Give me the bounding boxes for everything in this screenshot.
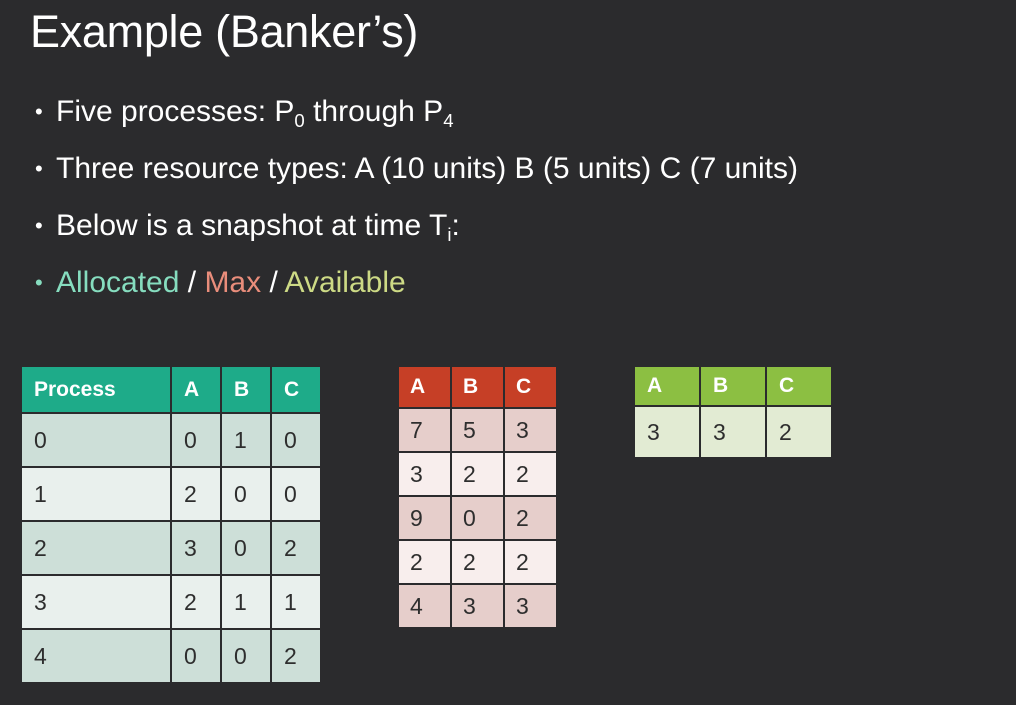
- column-header-b: B: [222, 367, 270, 412]
- bullet-item-legend: • Allocated / Max / Available: [30, 254, 1010, 311]
- bullet-text-segment: /: [179, 266, 205, 299]
- bullet-text-segment: :: [451, 209, 460, 242]
- table-cell: 4: [399, 585, 450, 627]
- table-cell: 3: [172, 522, 220, 574]
- bullet-text-segment: Three resource types: A (10 units) B (5 …: [56, 152, 798, 185]
- table-cell: 0: [222, 468, 270, 520]
- bullet-text-segment: Below is a snapshot at time T: [56, 209, 448, 242]
- bullet-text-snapshot: Below is a snapshot at time Ti:: [56, 197, 460, 257]
- bullet-text-segment: Five processes: P: [56, 95, 295, 128]
- table-cell: 2: [505, 497, 556, 539]
- table-cell: 2: [505, 541, 556, 583]
- table-cell: 3: [452, 585, 503, 627]
- bullet-text-segment: through P: [304, 95, 444, 128]
- table-cell: 1: [272, 576, 320, 628]
- table-cell: 4: [22, 630, 170, 682]
- table-cell: 3: [635, 407, 699, 457]
- table-cell: 2: [172, 576, 220, 628]
- bullet-text-processes: Five processes: P0 through P4: [56, 83, 454, 143]
- table-cell: 0: [172, 630, 220, 682]
- table-cell: 9: [399, 497, 450, 539]
- table-cell: 1: [222, 414, 270, 466]
- column-header-a: A: [399, 367, 450, 407]
- table-cell: 2: [452, 453, 503, 495]
- bullet-text-segment: 0: [294, 110, 305, 131]
- bullet-text-segment: Max: [204, 266, 262, 299]
- column-header-c: C: [767, 367, 831, 405]
- column-header-c: C: [505, 367, 556, 407]
- bullet-text-legend: Allocated / Max / Available: [56, 254, 406, 311]
- table-cell: 2: [767, 407, 831, 457]
- table-cell: 5: [452, 409, 503, 451]
- bullet-text-segment: 4: [443, 110, 454, 131]
- bullet-text-segment: Available: [284, 266, 406, 299]
- table-cell: 2: [272, 630, 320, 682]
- table-cell: 2: [22, 522, 170, 574]
- column-header-b: B: [701, 367, 765, 405]
- table-cell: 2: [399, 541, 450, 583]
- table-cell: 7: [399, 409, 450, 451]
- bullet-text-segment: Allocated: [56, 266, 180, 299]
- page-title: Example (Banker’s): [30, 6, 419, 57]
- table-cell: 1: [22, 468, 170, 520]
- bullet-text-resource-types: Three resource types: A (10 units) B (5 …: [56, 140, 798, 197]
- table-cell: 1: [222, 576, 270, 628]
- table-cell: 3: [399, 453, 450, 495]
- bullet-marker-icon: •: [35, 99, 43, 124]
- table-cell: 2: [272, 522, 320, 574]
- column-header-c: C: [272, 367, 320, 412]
- table-cell: 3: [505, 409, 556, 451]
- table-cell: 3: [22, 576, 170, 628]
- column-header-process: Process: [22, 367, 170, 412]
- bullet-marker-icon: •: [35, 213, 43, 238]
- bullet-text-segment: /: [261, 266, 285, 299]
- table-cell: 0: [172, 414, 220, 466]
- column-header-a: A: [172, 367, 220, 412]
- bullet-list: • Five processes: P0 through P4 • Three …: [30, 83, 1010, 311]
- column-header-a: A: [635, 367, 699, 405]
- table-cell: 0: [272, 414, 320, 466]
- table-cell: 3: [505, 585, 556, 627]
- table-cell: 0: [222, 522, 270, 574]
- column-header-b: B: [452, 367, 503, 407]
- bullet-text-segment: i: [447, 224, 452, 245]
- table-cell: 2: [452, 541, 503, 583]
- bullet-item-snapshot: • Below is a snapshot at time Ti:: [30, 197, 1010, 254]
- table-cell: 0: [452, 497, 503, 539]
- table-cell: 2: [172, 468, 220, 520]
- bullet-item-resource-types: • Three resource types: A (10 units) B (…: [30, 140, 1010, 197]
- bullet-marker-icon: •: [35, 156, 43, 181]
- table-cell: 2: [505, 453, 556, 495]
- table-cell: 0: [272, 468, 320, 520]
- bullet-marker-icon: •: [35, 270, 43, 295]
- table-cell: 0: [222, 630, 270, 682]
- table-cell: 3: [701, 407, 765, 457]
- bullet-item-processes: • Five processes: P0 through P4: [30, 83, 1010, 140]
- table-cell: 0: [22, 414, 170, 466]
